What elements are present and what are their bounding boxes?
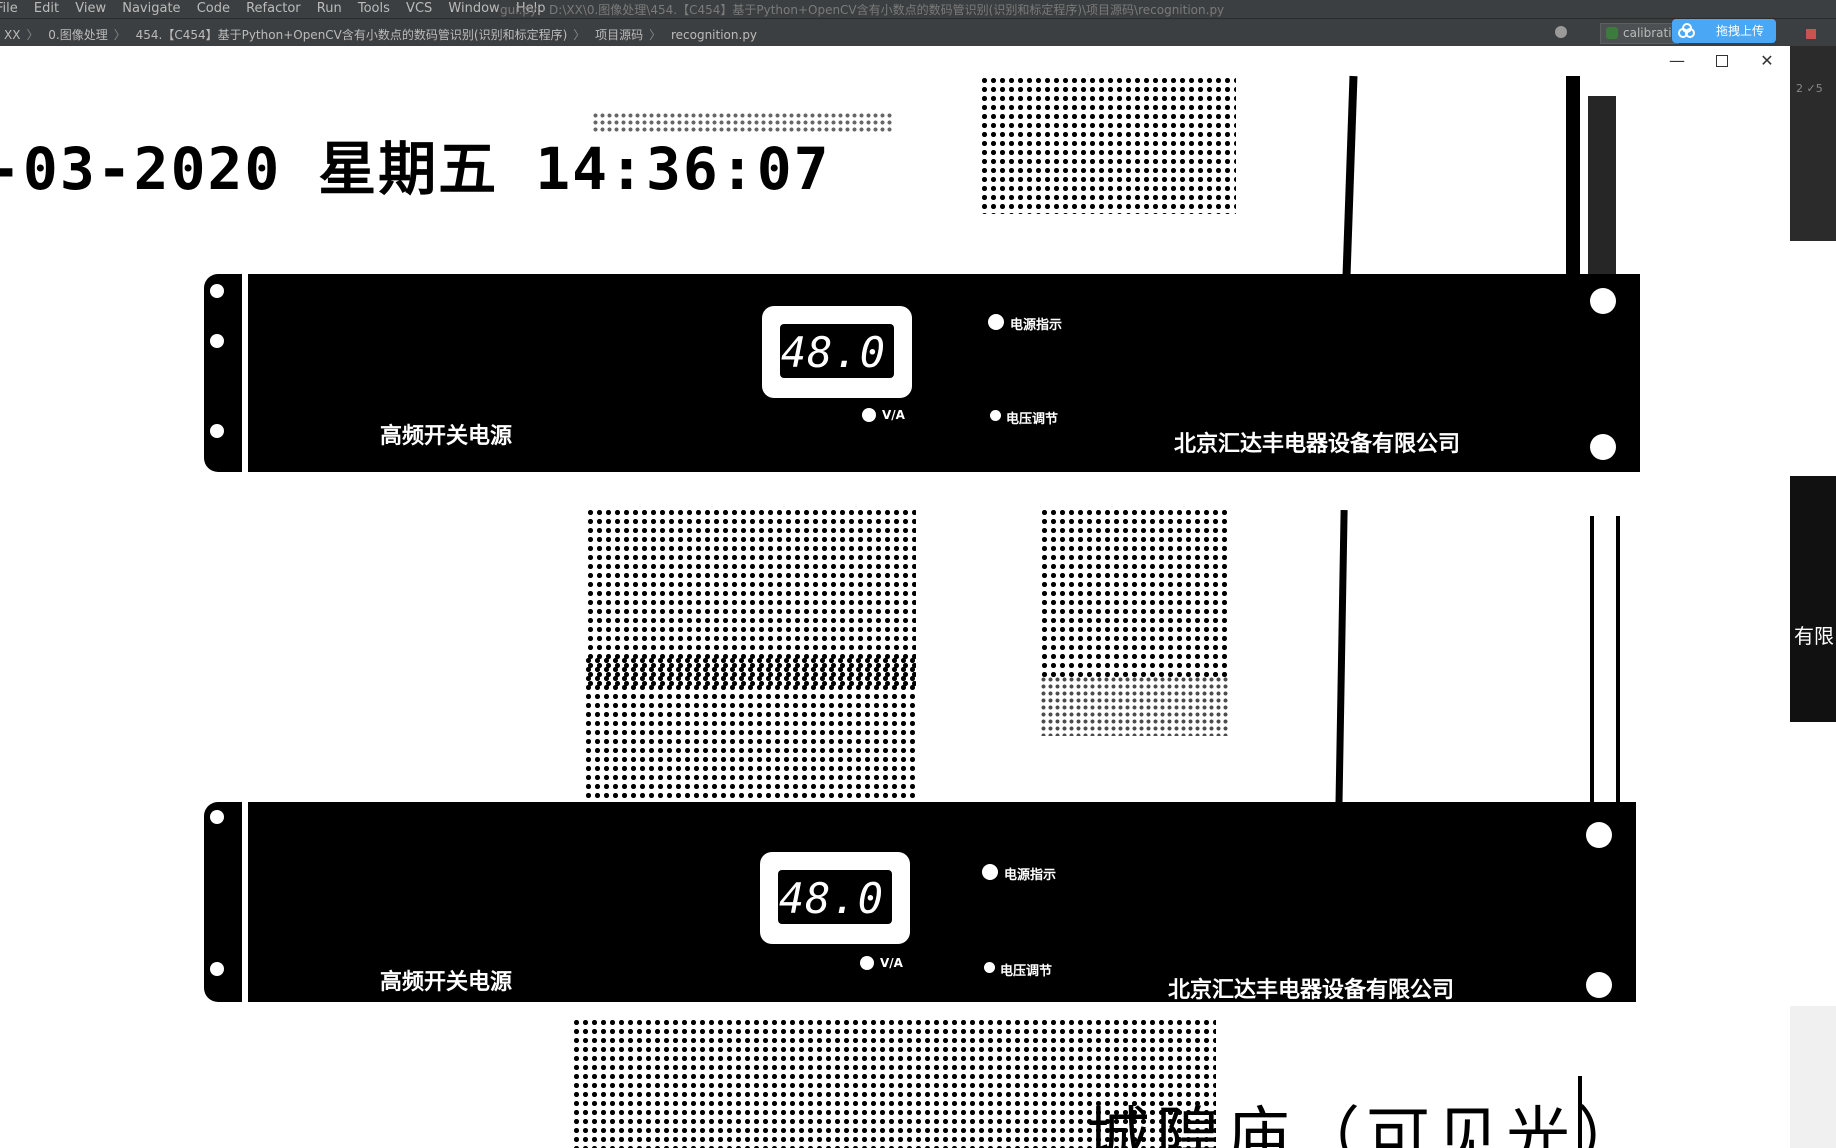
rack-rail	[1616, 516, 1620, 856]
menu-view[interactable]: View	[75, 1, 107, 16]
chevron-right-icon: 〉	[26, 28, 39, 42]
manufacturer-label: 北京汇达丰电器设备有限公司	[1174, 432, 1461, 457]
panel-edge	[242, 274, 248, 472]
meter-reading: 48.0	[780, 328, 886, 377]
power-indicator-label: 电源指示	[1004, 868, 1057, 883]
cable	[1342, 75, 1358, 277]
chevron-right-icon: 〉	[573, 28, 586, 42]
meter-reading: 48.0	[778, 874, 884, 923]
power-supply-panel-1: 48.0 电源指示 V/A 电压调节 高频开关电源 北京汇达丰电器设备有限公司	[204, 274, 1640, 472]
menu-navigate[interactable]: Navigate	[122, 1, 181, 16]
unit-switch-knob	[862, 408, 876, 422]
rack-rail	[1566, 76, 1580, 286]
background-panel	[1790, 1006, 1836, 1148]
voltmeter-display: 48.0	[762, 306, 912, 398]
manufacturer-label: 北京汇达丰电器设备有限公司	[1168, 978, 1455, 1003]
breadcrumb-item[interactable]: XX	[4, 28, 21, 42]
chevron-right-icon: 〉	[113, 28, 126, 42]
scene-caption: 城隍庙（可见光）	[1086, 1101, 1646, 1148]
unit-switch-knob	[860, 956, 874, 970]
run-configuration-label: calibrati	[1623, 26, 1672, 40]
voltage-adjust-knob	[984, 962, 995, 973]
voltage-adjust-knob	[990, 410, 1001, 421]
editor-background	[1790, 46, 1836, 241]
maximize-button[interactable]	[1707, 51, 1737, 71]
user-icon[interactable]	[1555, 26, 1567, 38]
menu-vcs[interactable]: VCS	[406, 1, 433, 16]
chevron-right-icon: 〉	[649, 28, 662, 42]
rack-ear-right	[1566, 274, 1640, 472]
vent-pattern	[1040, 676, 1230, 736]
window-title: gui.py - D:\XX\0.图像处理\454.【C454】基于Python…	[500, 3, 1225, 17]
camera-timestamp: -03-2020 星期五 14:36:07	[0, 135, 831, 203]
breadcrumb: XX〉 0.图像处理〉 454.【C454】基于Python+OpenCV含有小…	[4, 26, 757, 43]
vent-pattern	[980, 76, 1236, 214]
background-image-peek	[1790, 476, 1836, 722]
ide-navigation-bar: XX〉 0.图像处理〉 454.【C454】基于Python+OpenCV含有小…	[0, 18, 1836, 47]
voltage-adjust-label: 电压调节	[1006, 412, 1059, 427]
image-window: -03-2020 星期五 14:36:07 48.0 电源指示 V/A 电压调节…	[0, 46, 1790, 1148]
lcd-screen: 48.0	[780, 324, 894, 378]
cable	[1335, 509, 1348, 811]
menu-window[interactable]: Window	[448, 1, 500, 16]
python-icon	[1606, 27, 1618, 39]
vent-pattern	[1040, 508, 1230, 678]
ide-menubar: File Edit View Navigate Code Refactor Ru…	[0, 0, 1836, 18]
rack-ear-left	[204, 274, 236, 472]
rack-rail	[1590, 516, 1594, 876]
menu-refactor[interactable]: Refactor	[246, 1, 301, 16]
rack-rail	[1588, 96, 1616, 286]
vent-pattern	[592, 112, 892, 132]
inspection-indicator[interactable]: 2 ✓5	[1796, 82, 1823, 95]
background-text-peek: 有限	[1794, 624, 1834, 648]
power-indicator-led	[988, 314, 1004, 330]
menu-help[interactable]: Help	[515, 1, 546, 16]
main-menu: File Edit View Navigate Code Refactor Ru…	[0, 1, 557, 16]
rack-ear-left	[204, 802, 236, 1002]
rack-rail	[1578, 1076, 1582, 1148]
voltage-adjust-label: 电压调节	[1000, 964, 1053, 979]
panel-edge	[242, 802, 248, 1002]
model-label: 高频开关电源	[380, 970, 513, 995]
breadcrumb-item[interactable]: 454.【C454】基于Python+OpenCV含有小数点的数码管识别(识别和…	[135, 28, 568, 42]
upload-button[interactable]: 拖拽上传	[1672, 19, 1776, 43]
unit-label: V/A	[880, 956, 903, 970]
editor-peek-strip: 2 ✓5 有限	[1790, 46, 1836, 1148]
menu-code[interactable]: Code	[196, 1, 230, 16]
power-indicator-led	[982, 864, 998, 880]
menu-run[interactable]: Run	[316, 1, 342, 16]
vent-pattern	[584, 656, 916, 806]
voltmeter-display: 48.0	[760, 852, 910, 944]
breadcrumb-item-file[interactable]: recognition.py	[670, 28, 758, 42]
model-label: 高频开关电源	[380, 424, 513, 449]
upload-button-label: 拖拽上传	[1716, 24, 1765, 38]
vent-pattern	[572, 1018, 1216, 1148]
maximize-icon	[1716, 55, 1728, 67]
lcd-screen: 48.0	[778, 870, 892, 924]
stop-icon[interactable]	[1806, 29, 1816, 39]
menu-tools[interactable]: Tools	[357, 1, 390, 16]
minimize-button[interactable]: —	[1669, 51, 1685, 70]
rack-ear-right	[1562, 802, 1636, 1002]
close-button[interactable]: ✕	[1760, 51, 1774, 70]
power-indicator-label: 电源指示	[1010, 318, 1063, 333]
cloud-icon	[1678, 23, 1695, 38]
unit-label: V/A	[882, 408, 905, 422]
breadcrumb-item[interactable]: 0.图像处理	[48, 28, 108, 42]
power-supply-panel-2: 48.0 电源指示 V/A 电压调节 高频开关电源 北京汇达丰电器设备有限公司	[204, 802, 1636, 1003]
breadcrumb-item[interactable]: 项目源码	[595, 28, 644, 42]
menu-edit[interactable]: Edit	[33, 1, 60, 16]
menu-file[interactable]: File	[0, 1, 18, 16]
run-configuration-select[interactable]: calibrati	[1600, 23, 1679, 44]
